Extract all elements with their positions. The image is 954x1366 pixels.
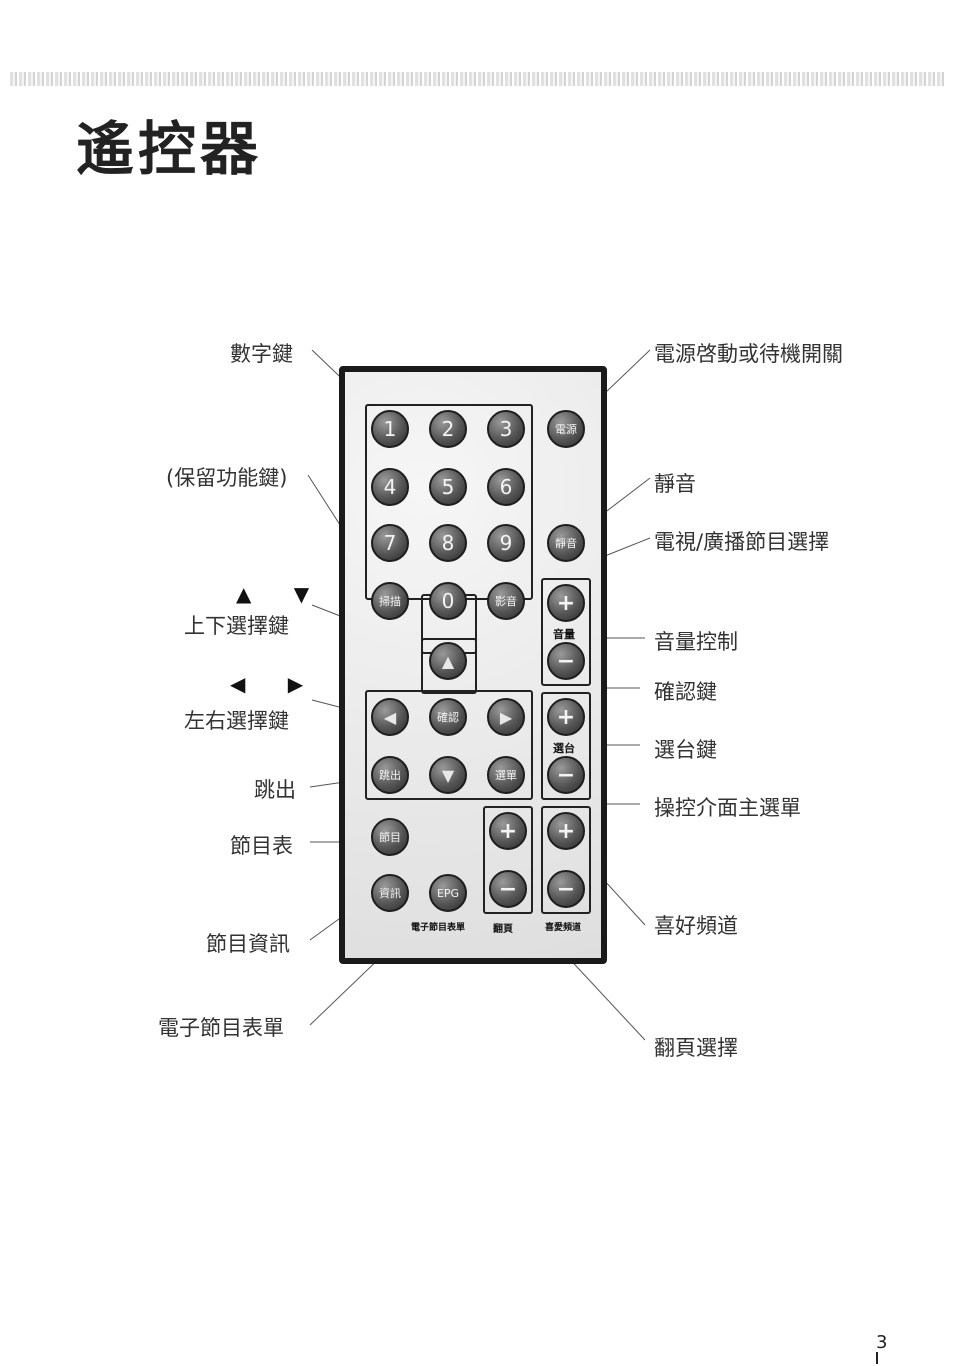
right-button[interactable]: ▶: [487, 698, 525, 736]
ok-button[interactable]: 確認: [429, 698, 467, 736]
key-7[interactable]: 7: [371, 524, 409, 562]
channel-up-button[interactable]: +: [547, 698, 585, 736]
page-number: 3: [876, 1332, 888, 1353]
key-1[interactable]: 1: [371, 410, 409, 448]
mute-button[interactable]: 靜音: [547, 524, 585, 562]
right-arrow-icon: ▶: [499, 707, 513, 727]
key-6[interactable]: 6: [487, 468, 525, 506]
volume-frame: [541, 578, 591, 686]
callout-favorite-channels: 喜好頻道: [654, 914, 738, 938]
scan-button[interactable]: 掃描: [371, 582, 409, 620]
page-label: 翻頁: [493, 924, 513, 935]
callout-page-select: 翻頁選擇: [654, 1036, 738, 1060]
callout-mute: 靜音: [654, 472, 696, 496]
exit-button[interactable]: 跳出: [371, 756, 409, 794]
page-title: 遙控器: [76, 115, 263, 183]
callout-power: 電源啓動或待機開關: [654, 342, 843, 366]
favorite-frame: [541, 806, 591, 914]
power-button[interactable]: 電源: [547, 410, 585, 448]
key-8[interactable]: 8: [429, 524, 467, 562]
callout-up-down-keys: 上下選擇鍵: [184, 614, 289, 638]
page-up-button[interactable]: +: [489, 812, 527, 850]
callout-main-menu: 操控介面主選單: [654, 796, 801, 820]
left-right-arrow-icons: ◀ ▶: [230, 672, 322, 696]
callout-ok-key: 確認鍵: [654, 680, 717, 704]
volume-label: 音量: [553, 628, 575, 641]
key-9[interactable]: 9: [487, 524, 525, 562]
left-arrow-icon: ◀: [383, 707, 397, 727]
favorite-down-button[interactable]: −: [547, 870, 585, 908]
remote-control: 1 2 3 電源 4 5 6 7 8 9 靜音 掃描 0 影音 + 音量 − ▲…: [339, 366, 607, 964]
program-guide-button[interactable]: 節目: [371, 818, 409, 856]
up-key-frame: [421, 638, 477, 694]
epg-menu-label: 電子節目表單: [411, 923, 466, 933]
down-button[interactable]: ▼: [429, 756, 467, 794]
callout-tv-radio: 電視/廣播節目選擇: [654, 530, 830, 554]
key-3[interactable]: 3: [487, 410, 525, 448]
up-arrow-icon: ▲: [441, 651, 455, 671]
callout-program-info: 節目資訊: [206, 932, 290, 956]
callout-number-keys: 數字鍵: [230, 342, 293, 366]
callout-program-guide: 節目表: [230, 834, 293, 858]
scan-noise-band: [10, 72, 944, 86]
up-down-arrow-icons: ▲ ▼: [236, 582, 328, 606]
callout-exit: 跳出: [254, 778, 296, 802]
favorite-up-button[interactable]: +: [547, 812, 585, 850]
callout-epg-menu: 電子節目表單: [158, 1016, 284, 1040]
epg-button[interactable]: EPG: [429, 874, 467, 912]
channel-down-button[interactable]: −: [547, 756, 585, 794]
page-down-button[interactable]: −: [489, 870, 527, 908]
left-button[interactable]: ◀: [371, 698, 409, 736]
volume-up-button[interactable]: +: [547, 584, 585, 622]
favorite-label: 喜愛頻道: [545, 923, 582, 933]
callout-reserved-keys: (保留功能鍵): [166, 466, 288, 490]
callout-channel-key: 選台鍵: [654, 738, 717, 762]
callout-left-right-keys: 左右選擇鍵: [184, 709, 289, 733]
nav-key-frame: [365, 690, 533, 800]
channel-label: 選台: [553, 742, 575, 755]
menu-button[interactable]: 選單: [487, 756, 525, 794]
volume-down-button[interactable]: −: [547, 642, 585, 680]
channel-frame: [541, 692, 591, 800]
key-5[interactable]: 5: [429, 468, 467, 506]
callout-volume-control: 音量控制: [654, 630, 738, 654]
key-0[interactable]: 0: [429, 582, 467, 620]
key-4[interactable]: 4: [371, 468, 409, 506]
up-button[interactable]: ▲: [429, 642, 467, 680]
down-arrow-icon: ▼: [441, 765, 455, 785]
key-2[interactable]: 2: [429, 410, 467, 448]
page-frame: [483, 806, 533, 914]
info-button[interactable]: 資訊: [371, 874, 409, 912]
page-marker: [876, 1352, 878, 1364]
tv-radio-button[interactable]: 影音: [487, 582, 525, 620]
